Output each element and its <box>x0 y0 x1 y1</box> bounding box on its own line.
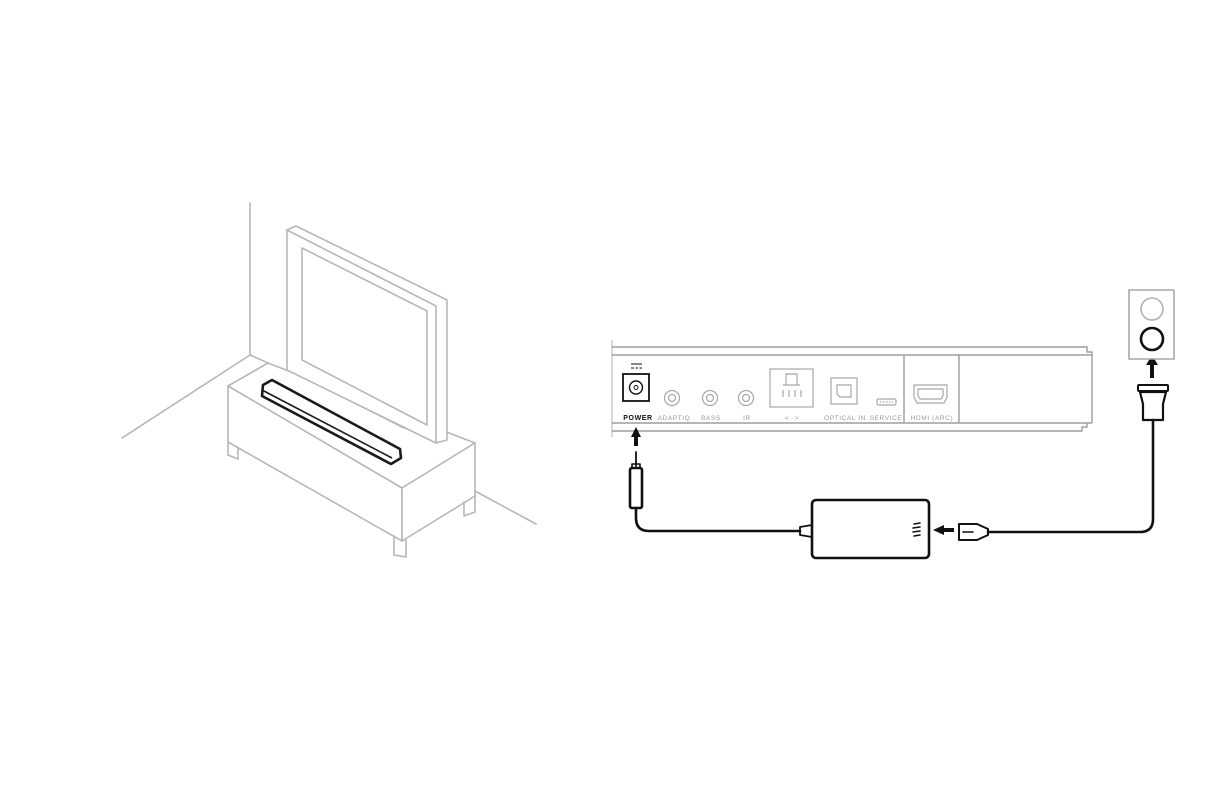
dc-cable <box>636 508 800 531</box>
service-port: SERVICE <box>870 399 903 422</box>
ethernet-port: <··> <box>770 369 813 422</box>
service-port-label: SERVICE <box>870 415 903 422</box>
panel-bottom-lip <box>612 423 1087 431</box>
power-port-label: POWER <box>623 415 652 422</box>
optical-port: OPTICAL IN <box>824 378 866 422</box>
bass-port-label: BASS <box>701 415 721 422</box>
hdmi-port: HDMI (ARC) <box>911 385 953 422</box>
adaptiq-port-label: ADAPTIQ <box>658 415 691 422</box>
wall-plug <box>1140 392 1166 420</box>
ac-cable <box>988 420 1153 532</box>
hdmi-port-label: HDMI (ARC) <box>911 415 953 422</box>
ir-port: IR <box>739 391 754 423</box>
wall-plug-cap <box>1138 385 1168 391</box>
brick-cable-strain-relief <box>800 525 812 537</box>
optical-port-label: OPTICAL IN <box>824 415 866 422</box>
dc-plug-barrel <box>630 468 642 508</box>
wall-outlet <box>1129 290 1174 359</box>
floor-back-line <box>250 355 268 363</box>
adaptiq-port: ADAPTIQ <box>658 391 691 423</box>
ethernet-port-label: <··> <box>785 415 799 422</box>
bass-port: BASS <box>701 391 721 423</box>
ir-port-label: IR <box>743 415 751 422</box>
arrow-icon <box>631 427 641 446</box>
arrow-icon <box>933 525 954 535</box>
room-scene <box>122 203 536 557</box>
dc-power-symbol-icon <box>631 364 642 368</box>
panel-top-lip <box>612 347 1092 355</box>
power-port-frame <box>623 374 649 401</box>
power-supply-assembly <box>630 355 1168 558</box>
floor-right-line <box>475 491 536 524</box>
wall-outlet-plate <box>1129 290 1174 359</box>
power-adapter-brick <box>812 500 929 558</box>
power-port: POWER <box>623 364 653 422</box>
rear-panel <box>612 340 1092 437</box>
